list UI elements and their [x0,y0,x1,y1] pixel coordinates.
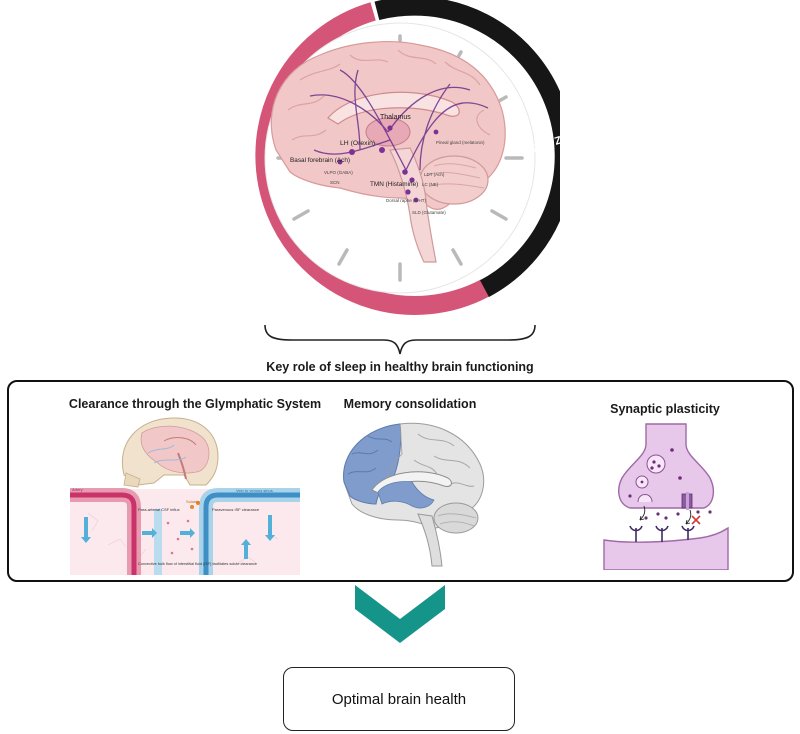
vesicles [628,448,682,503]
label-vlpo: VLPO (GABA) [324,170,353,175]
label-scn: SCN [330,180,340,185]
label-basal-forebrain: Basal forebrain (Ach) [290,157,350,164]
label-sld: SLD (Glutamate) [412,210,446,215]
label-raphe: Dorsal raphe (5-HT) [386,198,427,203]
label-vein: Vein to venous sinus [236,488,273,493]
down-chevron-icon [355,585,445,645]
label-lc: LC (NE) [422,182,439,187]
label-pineal: Pineal gland (melatonin) [436,140,485,145]
memory-brain-illustration [338,420,488,570]
sleep-arc [374,0,560,297]
label-tmn: TMN (Histamine) [370,181,418,188]
label-lh: LH (Orexin) [340,140,375,147]
label-solutes: Solutes [186,499,199,504]
title-memory: Memory consolidation [343,397,477,411]
label-artery: Artery [72,487,83,492]
outcome-box: Optimal brain health [283,667,515,731]
headline: Key role of sleep in healthy brain funct… [266,360,534,374]
title-glymphatic: Clearance through the Glymphatic System [68,397,322,411]
label-thalamus: Thalamus [380,114,411,121]
label-ldt: LDT (Ach) [424,172,445,177]
skull-icon [121,417,219,488]
title-synaptic: Synaptic plasticity [610,402,720,416]
label-para-arterial: Para-arterial CSF influx [138,507,180,512]
solutes-icon [190,501,200,509]
label-convective: Convective bulk flow of interstitial flu… [138,562,257,566]
brain-illustration: Thalamus LH (Orexin) Basal forebrain (Ac… [270,41,506,263]
outcome-label: Optimal brain health [331,690,467,708]
sleep-wake-clock: Thalamus LH (Orexin) Basal forebrain (Ac… [240,0,560,320]
glymphatic-illustration: Artery Vein to venous sinus Para-arteria… [68,413,303,576]
block-icon [691,515,701,525]
label-paravenous: Paravenous ISF clearance [212,507,260,512]
grouping-brace [262,322,538,358]
synapse-illustration [600,420,730,570]
